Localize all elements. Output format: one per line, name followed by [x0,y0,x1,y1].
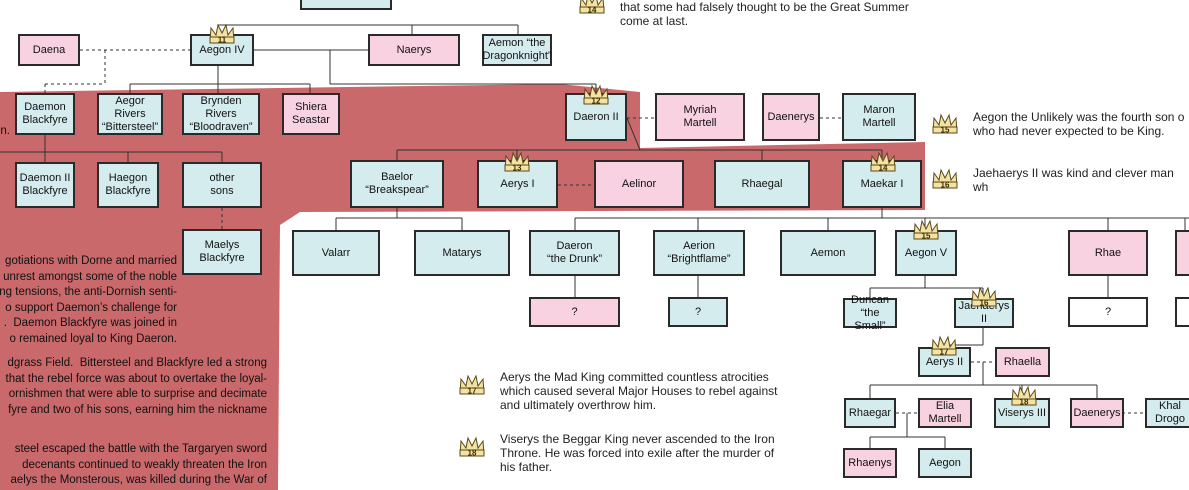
person-rhaella: Rhaella [995,347,1050,377]
crown-icon: 17 [459,374,485,396]
side-text-sliver: n. [0,125,10,137]
person-daenerys-elder: Daenerys [762,93,820,141]
person-daena: Daena [18,34,80,66]
crown-number: 17 [468,387,477,396]
crown-number: 15 [941,126,950,135]
note-16: Jaehaerys II was kind and clever man wh [973,166,1174,194]
note-14: that some had falsely thought to be the … [620,0,909,28]
person-daemon-blackfyre: Daemon Blackfyre [15,93,75,135]
person-elia-martell: Elia Martell [918,398,972,428]
person-naerys: Naerys [368,34,460,66]
top-parent-box [300,0,392,10]
person-maelys-blackfyre: Maelys Blackfyre [182,229,262,275]
person-rhae: Rhae [1068,230,1148,276]
person-other-sons: other sons [182,162,262,208]
person-unknown-aerion-child: ? [668,297,728,327]
person-haegon-blackfyre: Haegon Blackfyre [97,162,159,208]
crown-number: 17 [940,348,949,357]
crown-icon: 18 [459,436,485,458]
person-unknown-rhae-child: ? [1068,297,1148,327]
side-paragraph-3: steel escaped the battle with the Targar… [10,443,267,486]
note-15: Aegon the Unlikely was the fourth son o … [973,110,1185,138]
person-myriah-martell: Myriah Martell [655,93,745,141]
crown-icon: 11 [209,23,235,45]
crown-icon: 15 [932,113,958,135]
crown-number: 14 [588,6,597,15]
person-duncan-the-small: Duncan “the Small” [843,294,897,332]
person-aerion-brightflame: Aerion “Brightflame” [653,230,745,276]
crown-number: 11 [218,36,227,45]
person-maron-martell: Maron Martell [842,93,916,141]
person-unknown-daeron-child: ? [529,297,620,327]
person-shiera-seastar: Shiera Seastar [282,93,340,135]
crown-number: 18 [1020,398,1029,407]
person-brynden-rivers: Brynden Rivers “Bloodraven” [182,93,260,135]
person-daenerys-stormborn: Daenerys [1070,398,1124,428]
person-viserys-iii: Viserys III [994,398,1050,428]
person-partial-right-child [1175,297,1189,327]
note-18: Viserys the Beggar King never ascended t… [500,432,775,474]
crown-icon: 12 [583,84,609,106]
person-valarr: Valarr [292,230,380,276]
crown-number: 15 [922,232,931,241]
person-rhaegal: Rhaegal [714,160,810,208]
side-paragraph-1: gotiations with Dorne and married unrest… [0,255,177,345]
person-rhaenys: Rhaenys [843,448,897,478]
note-17: Aerys the Mad King committed countless a… [500,370,778,412]
crown-number: 13 [513,164,522,173]
crown-number: 14 [879,164,888,173]
person-aelinor: Aelinor [594,160,684,208]
person-partial-right [1175,230,1189,276]
person-aemon: Aemon [780,230,876,276]
crown-icon: 18 [1011,385,1037,407]
person-daeron-the-drunk: Daeron “the Drunk” [529,230,620,276]
crown-icon: 13 [504,151,530,173]
person-matarys: Matarys [414,230,510,276]
person-khal-drogo: Khal Drogo [1145,398,1189,428]
person-baelor-breakspear: Baelor “Breakspear” [350,160,444,208]
person-aemon-dragonknight: Aemon “the Dragonknight” [482,34,552,66]
person-rhaegar: Rhaegar [844,398,896,428]
crown-icon: 16 [932,168,958,190]
crown-icon: 16 [971,286,997,308]
crown-icon: 15 [913,219,939,241]
side-paragraph-2: dgrass Field. Bittersteel and Blackfyre … [5,357,267,416]
person-aegor-rivers: Aegor Rivers “Bittersteel” [97,93,163,135]
crown-number: 18 [468,449,477,458]
crown-number: 16 [980,299,989,308]
crown-number: 16 [941,181,950,190]
person-daemon-ii-blackfyre: Daemon II Blackfyre [15,162,75,208]
crown-icon: 17 [931,335,957,357]
crown-icon: 14 [870,151,896,173]
crown-icon: 14 [579,0,605,15]
crown-number: 12 [592,97,601,106]
person-aegon-young: Aegon [918,448,972,478]
